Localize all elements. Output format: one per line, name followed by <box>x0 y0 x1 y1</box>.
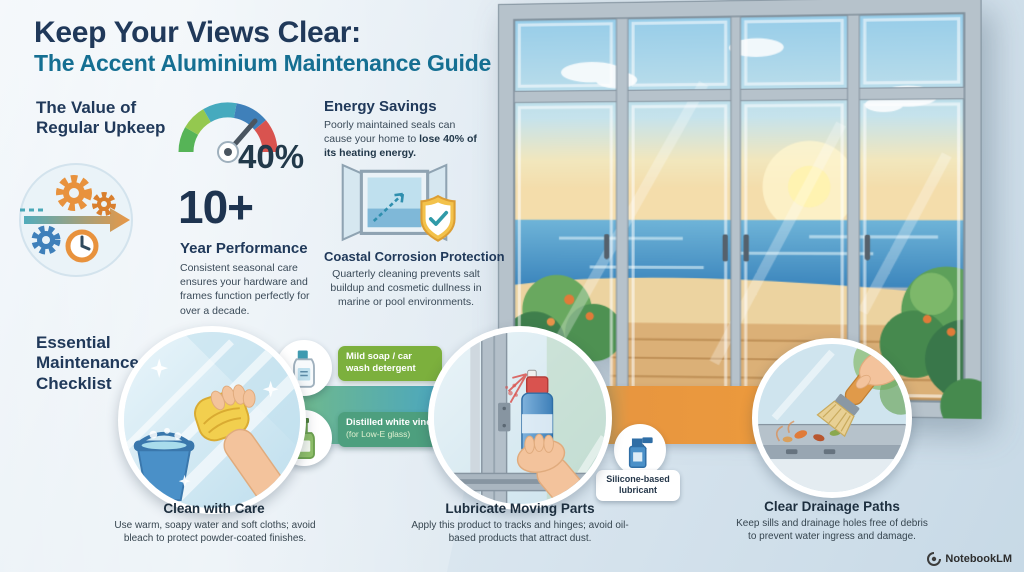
energy-body-emphasis: lose 40% of its heating energy. <box>324 133 477 160</box>
step-drainage-body: Keep sills and drainage holes free of de… <box>736 518 928 543</box>
gauge-value: 40% <box>238 138 305 175</box>
checklist-heading: Essential Maintenance Checklist <box>36 333 139 394</box>
step-lubricate-body: Apply this product to tracks and hinges;… <box>411 520 629 545</box>
brand-name: NotebookLM <box>945 553 1012 565</box>
coastal-protection-heading: Coastal Corrosion Protection <box>324 249 505 264</box>
notebooklm-logo-icon <box>927 552 942 566</box>
step-drainage-title: Clear Drainage Paths <box>764 499 900 514</box>
lubricate-illustration <box>428 326 612 510</box>
step-lubricate-title: Lubricate Moving Parts <box>445 501 595 516</box>
soap-product-label: Mild soap / car wash detergent <box>338 346 442 381</box>
page-subtitle: The Accent Aluminium Maintenance Guide <box>34 50 492 76</box>
open-window-shield-icon <box>322 163 467 247</box>
energy-body-start: Poorly maintained seals can cause your h… <box>324 119 456 146</box>
decade-body: Consistent seasonal care ensures your ha… <box>180 262 310 317</box>
energy-savings-heading: Energy Savings <box>324 98 437 115</box>
vinegar-label-note: (for Low-E glass) <box>346 429 411 440</box>
lubricant-product-label: Silicone-based lubricant <box>596 470 680 501</box>
value-upkeep-heading: The Value of Regular Upkeep <box>36 98 165 138</box>
brand-watermark: NotebookLM <box>927 552 1012 566</box>
step-clean-body: Use warm, soapy water and soft cloths; a… <box>114 520 316 545</box>
gauge-icon <box>168 88 288 168</box>
page-title: Keep Your Views Clear: <box>34 16 361 49</box>
checklist-heading-line1: Essential <box>36 333 111 352</box>
value-upkeep-heading-line1: The Value of <box>36 98 137 117</box>
lubricant-spray-icon <box>614 424 666 476</box>
clean-window-illustration <box>118 326 306 514</box>
step-clean-title: Clean with Care <box>163 501 265 516</box>
decade-heading: Year Performance <box>180 240 308 257</box>
checklist-heading-line3: Checklist <box>36 373 112 393</box>
drainage-illustration <box>752 338 912 498</box>
maintenance-cycle-icon <box>16 160 136 280</box>
decade-value: 10+ <box>178 181 254 233</box>
coastal-protection-body: Quarterly cleaning prevents salt buildup… <box>330 268 482 309</box>
vinegar-label-main: Distilled white vinegar <box>346 417 447 428</box>
value-upkeep-heading-line2: Regular Upkeep <box>36 118 166 138</box>
energy-savings-body: Poorly maintained seals can cause your h… <box>324 118 484 161</box>
checklist-heading-line2: Maintenance <box>36 353 139 373</box>
